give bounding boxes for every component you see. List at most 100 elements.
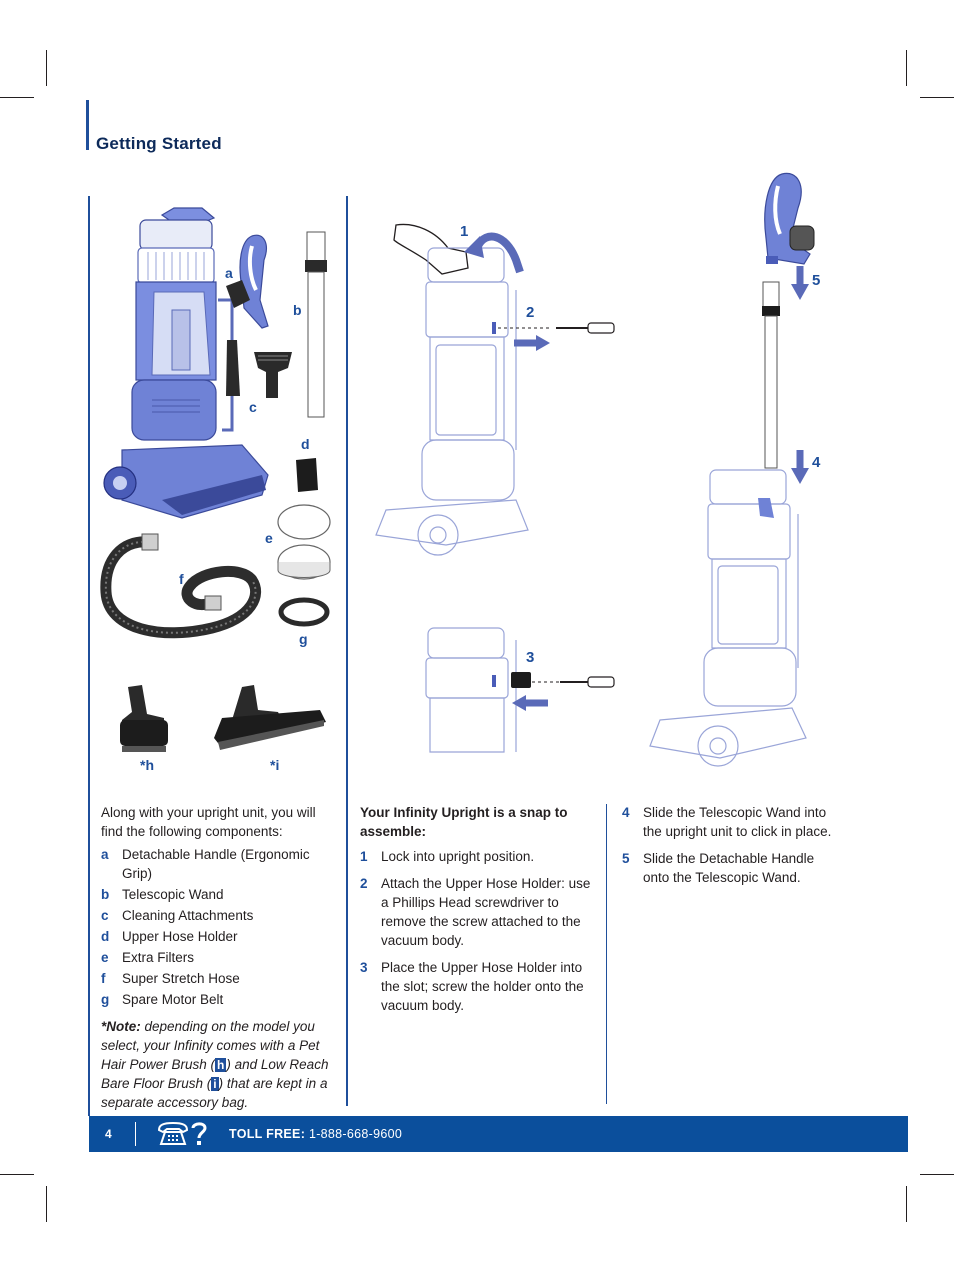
label-g: g [299, 631, 308, 647]
assembly-steps-list-continued: 4 Slide the Telescopic Wand into the upri… [622, 803, 842, 887]
item-key: a [101, 847, 109, 862]
step-key: 2 [360, 876, 368, 891]
label-d: d [301, 436, 310, 452]
step-key: 1 [360, 849, 368, 864]
item-key: e [101, 950, 109, 965]
note-label: Note: [106, 1019, 141, 1034]
item-key: f [101, 971, 106, 986]
phone-question-icon [157, 1121, 207, 1145]
telescopic-wand-image [762, 281, 780, 469]
assembly-heading: Your Infinity Upright is a snap to assem… [360, 805, 568, 839]
crop-mark [920, 97, 954, 98]
vacuum-outline-image [375, 247, 529, 556]
list-item: a Detachable Handle (Ergonomic Grip) [101, 845, 339, 883]
step-3-label: 3 [526, 649, 535, 666]
step-text: Place the Upper Hose Holder into the slo… [381, 960, 584, 1013]
list-item: c Cleaning Attachments [101, 906, 339, 925]
item-key: g [101, 992, 110, 1007]
label-b: b [293, 302, 302, 318]
label-c: c [249, 399, 257, 415]
step-text: Slide the Telescopic Wand into the uprig… [643, 805, 832, 839]
label-h: *h [140, 757, 154, 773]
item-text: Detachable Handle (Ergonomic Grip) [122, 847, 310, 881]
label-a: a [225, 265, 233, 281]
pet-hair-brush-image [120, 685, 168, 752]
list-item: 3 Place the Upper Hose Holder into the sl… [360, 958, 596, 1015]
cleaning-attachments-image [226, 340, 292, 398]
crop-mark [906, 50, 907, 86]
list-item: f Super Stretch Hose [101, 969, 339, 988]
item-text: Extra Filters [122, 950, 195, 965]
item-text: Cleaning Attachments [122, 908, 254, 923]
list-item: g Spare Motor Belt [101, 990, 339, 1009]
extra-filters-image [277, 504, 331, 580]
label-e: e [265, 530, 273, 546]
note-text: depending on the model you select, your … [101, 1019, 320, 1072]
footer-divider [135, 1122, 136, 1146]
step-key: 5 [622, 851, 630, 866]
super-stretch-hose-image [100, 533, 262, 639]
title-accent-bar [86, 100, 89, 150]
page-title: Getting Started [96, 134, 222, 153]
step-key: 4 [622, 805, 630, 820]
crop-mark [906, 1186, 907, 1222]
list-item: 5 Slide the Detachable Handle onto the Te… [622, 849, 842, 887]
item-text: Spare Motor Belt [122, 992, 224, 1007]
upper-hose-holder-image [296, 458, 318, 492]
list-item: 4 Slide the Telescopic Wand into the upri… [622, 803, 842, 841]
phone-number[interactable]: 1-888-668-9600 [308, 1127, 403, 1141]
note-text: ) and Low Reach Bare Floor Brush ( [101, 1057, 329, 1091]
label-i: *i [270, 757, 280, 773]
label-f: f [179, 571, 184, 587]
step-2-label: 2 [526, 304, 535, 321]
item-key: d [101, 929, 110, 944]
detachable-handle-image [764, 172, 815, 265]
page-number: 4 [105, 1127, 112, 1141]
detachable-handle-image [226, 234, 269, 329]
model-note: *Note: depending on the model you select… [101, 1017, 339, 1112]
item-text: Super Stretch Hose [122, 971, 240, 986]
telescopic-wand-image [305, 231, 327, 418]
step-1-label: 1 [460, 223, 469, 240]
column-divider [88, 196, 90, 1116]
crop-mark [46, 50, 47, 86]
note-h-key: h [215, 1058, 227, 1072]
components-illustration [100, 207, 331, 752]
wand-assembly-illustration [649, 172, 815, 767]
components-list: a Detachable Handle (Ergonomic Grip) b Tel… [101, 845, 339, 1009]
toll-free-text: TOLL FREE: 1-888-668-9600 [229, 1127, 402, 1141]
crop-mark [46, 1186, 47, 1222]
list-item: b Telescopic Wand [101, 885, 339, 904]
note-text: ) that are kept in a separate accessory … [101, 1076, 328, 1110]
column-divider [606, 804, 607, 1104]
list-item: e Extra Filters [101, 948, 339, 967]
footer-bar: 4 TOLL FREE: 1-888-668-9600 [89, 1116, 908, 1152]
spare-motor-belt-image [278, 597, 330, 627]
column-divider [346, 196, 348, 1106]
item-text: Telescopic Wand [122, 887, 224, 902]
crop-mark [0, 1174, 34, 1175]
item-key: c [101, 908, 109, 923]
bare-floor-brush-image [214, 685, 326, 750]
toll-free-label: TOLL FREE: [229, 1127, 306, 1141]
list-item: 1 Lock into upright position. [360, 847, 596, 866]
assembly-steps-illustration [375, 223, 615, 753]
components-intro: Along with your upright unit, you will f… [101, 805, 316, 839]
screwdriver-icon [498, 322, 615, 334]
note-star: * [101, 1019, 107, 1034]
note-i-key: i [211, 1077, 219, 1091]
assembly-text: Your Infinity Upright is a snap to assem… [360, 803, 596, 1023]
step-key: 3 [360, 960, 368, 975]
crop-mark [0, 97, 34, 98]
step-text: Lock into upright position. [381, 849, 535, 864]
step-5-label: 5 [812, 272, 821, 289]
item-key: b [101, 887, 110, 902]
step-text: Slide the Detachable Handle onto the Tel… [643, 851, 815, 885]
assembly-text-continued: 4 Slide the Telescopic Wand into the upri… [622, 803, 842, 895]
upright-vacuum-image [103, 207, 269, 519]
step-4-label: 4 [812, 454, 821, 471]
crop-mark [920, 1174, 954, 1175]
